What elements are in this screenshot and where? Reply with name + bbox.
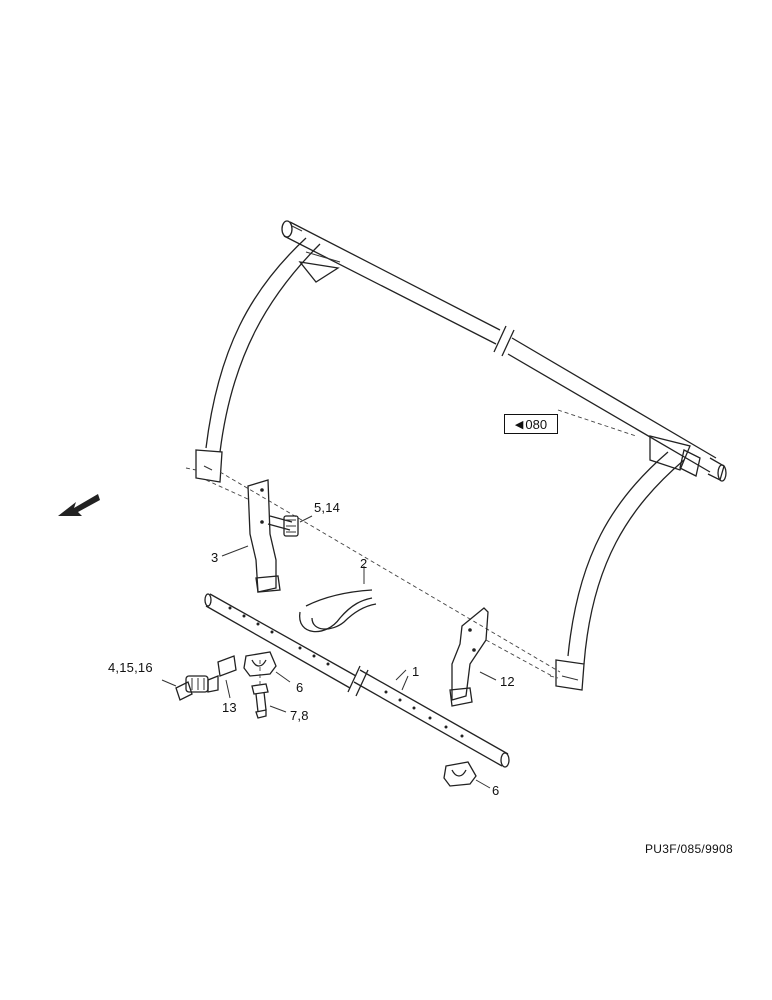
bolt-part-5-14: [267, 515, 313, 537]
upper-frame-tube: [281, 220, 727, 482]
clamp-part-6-upper: [243, 651, 291, 683]
triangle-left-icon: ◀: [514, 418, 524, 431]
part-label-13: 13: [222, 700, 237, 715]
part-label-3: 3: [211, 550, 219, 565]
part-label-12: 12: [500, 674, 515, 689]
bolt-part-4-15-16: [161, 675, 219, 701]
direction-arrow-icon: [58, 494, 100, 516]
part-label-7-8: 7,8: [290, 708, 309, 723]
reference-box-label: 080: [525, 416, 548, 432]
bracket-part-12: [449, 607, 553, 707]
bolt-part-7-8: [251, 660, 287, 719]
part-label-6-upper: 6: [296, 680, 304, 695]
document-code: PU3F/085/9908: [645, 842, 733, 856]
u-clamp-part-2: [299, 566, 377, 633]
part-label-4-15-16: 4,15,16: [108, 660, 153, 675]
part-label-1: 1: [412, 664, 420, 679]
plate-part-13: [217, 655, 237, 699]
spray-bar-part-1: [204, 593, 510, 768]
clamp-part-6-lower: [443, 761, 491, 789]
reference-box: ◀ 080: [504, 414, 558, 434]
part-label-2: 2: [360, 556, 368, 571]
bracket-part-3: [205, 479, 281, 593]
left-curved-arm: [185, 237, 561, 673]
part-label-5-14: 5,14: [314, 500, 341, 515]
right-curved-arm: [549, 409, 691, 691]
part-label-6-lower: 6: [492, 783, 500, 798]
